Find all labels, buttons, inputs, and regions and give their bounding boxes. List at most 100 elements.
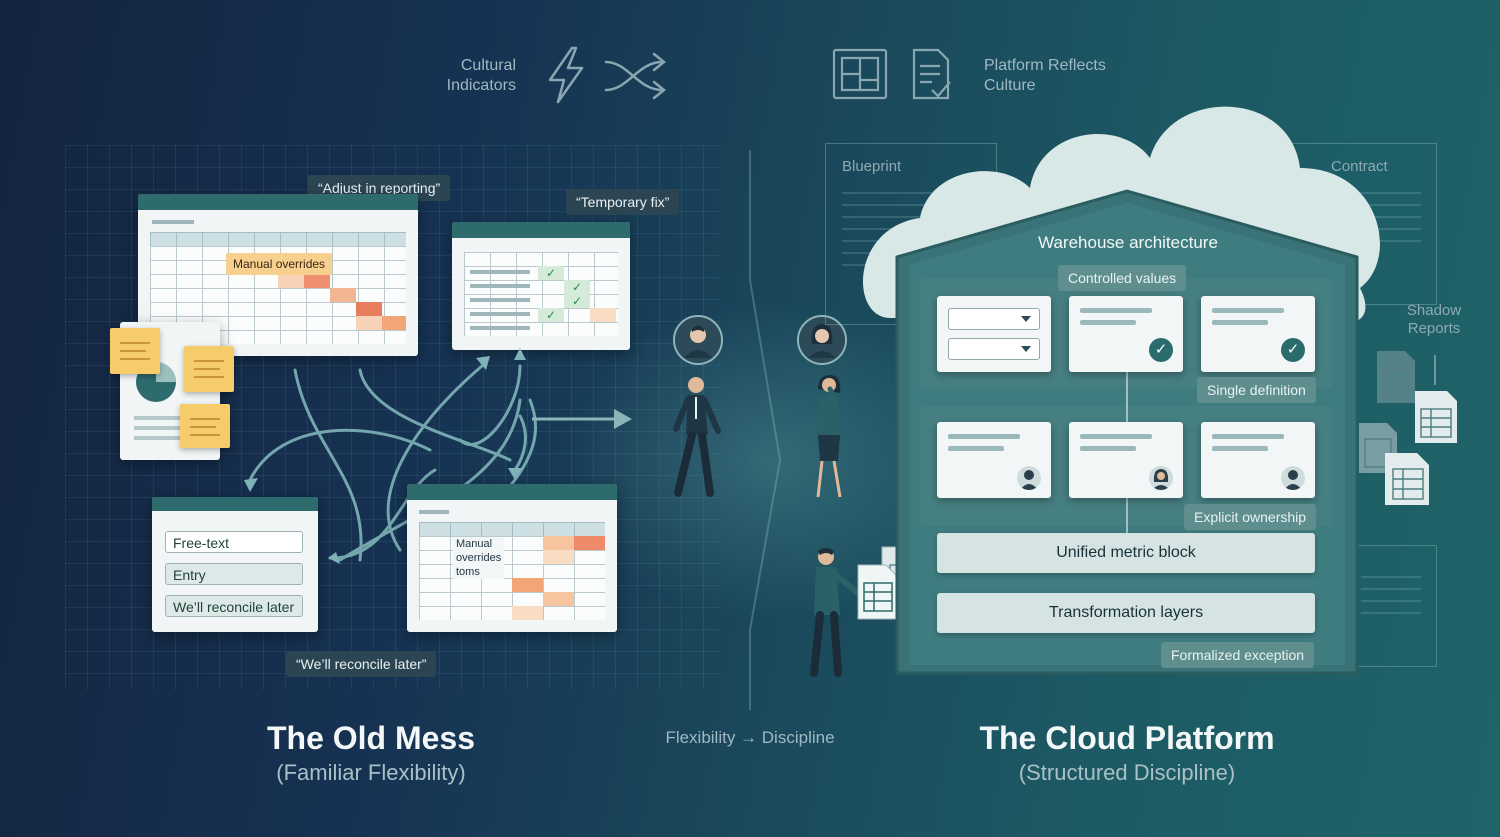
avatar-woman xyxy=(797,315,847,365)
standing-woman-figure xyxy=(816,375,842,498)
cultural-indicators-label: Cultural Indicators xyxy=(420,56,516,96)
shuffle-icon xyxy=(604,52,667,100)
chevron-down-icon xyxy=(1021,316,1031,322)
dropdown-card xyxy=(937,296,1051,372)
shadow-reports-line2: Reports xyxy=(1407,320,1461,337)
flexibility-discipline-label: Flexibility → Discipline xyxy=(665,728,835,747)
spreadsheet-main-title-line xyxy=(152,220,194,224)
arrowhead xyxy=(244,478,258,492)
sticky-note xyxy=(184,346,234,392)
highlight-cell xyxy=(512,578,543,592)
highlight-cell xyxy=(574,536,605,550)
owner-card xyxy=(1069,422,1183,498)
free-text-form: Free-text Entry We’ll reconcile later xyxy=(152,497,318,632)
spreadsheet-overrides: Manual overrides toms xyxy=(407,484,617,632)
blueprint-checklist-icons xyxy=(832,48,951,100)
arrowhead xyxy=(508,468,522,480)
checklist-icon xyxy=(912,48,951,100)
owner-avatar-icon xyxy=(1149,466,1173,490)
avatar-man xyxy=(673,315,723,365)
sticky-note xyxy=(180,404,230,448)
cloud-platform-subtitle: (Structured Discipline) xyxy=(1018,760,1236,785)
highlight-cell xyxy=(330,288,356,302)
spreadsheet-doc-icon xyxy=(1415,391,1457,443)
sheet-text-line: toms xyxy=(456,566,480,578)
highlight-cell xyxy=(543,592,574,606)
spreadsheet-checklist-grid xyxy=(464,252,618,336)
contract-label: Contract xyxy=(1331,158,1388,175)
unified-metric-block: Unified metric block xyxy=(937,533,1315,573)
single-definition-label: Single definition xyxy=(1197,377,1316,403)
owner-avatar-icon xyxy=(1281,466,1305,490)
formalized-exception-label: Formalized exception xyxy=(1161,642,1315,668)
platform-reflects-line1: Platform Reflects xyxy=(984,57,1106,74)
spreadsheet-checklist-topbar xyxy=(452,222,630,238)
highlight-cell xyxy=(512,606,543,620)
highlight-cell xyxy=(382,316,406,330)
row-line xyxy=(470,326,530,330)
check-circle-icon: ✓ xyxy=(1149,338,1173,362)
spreadsheet-main-topbar xyxy=(138,194,418,210)
cultural-indicators-line1: Cultural xyxy=(460,57,516,74)
doc-line xyxy=(134,426,182,430)
old-mess-title: The Old Mess xyxy=(266,720,476,756)
check-card: ✓ xyxy=(1201,296,1315,372)
tag-reconcile-later: “We’ll reconcile later” xyxy=(286,651,437,677)
platform-reflects-label: Platform Reflects Culture xyxy=(984,56,1106,96)
highlight-cell xyxy=(543,536,574,550)
shadow-reports-docs xyxy=(1359,351,1457,505)
spreadsheet-doc-icon xyxy=(1385,453,1429,505)
sheet-text-line: Manual xyxy=(456,538,493,550)
blueprint-label: Blueprint xyxy=(842,158,902,175)
row-line xyxy=(470,284,530,288)
free-text-field[interactable]: Free-text xyxy=(165,531,303,553)
walking-man-figure xyxy=(673,377,721,497)
sheet-header-row xyxy=(419,522,605,536)
owner-card xyxy=(937,422,1051,498)
lightning-shuffle-icons xyxy=(548,46,667,104)
doc-line xyxy=(134,436,186,440)
form-topbar xyxy=(152,497,318,511)
arrowhead xyxy=(514,348,526,360)
doc-line xyxy=(134,416,190,420)
cultural-indicators-line2: Indicators xyxy=(446,77,516,94)
lightning-icon xyxy=(548,46,584,104)
highlight-cell xyxy=(278,274,304,288)
spreadsheet-overrides-topbar xyxy=(407,484,617,500)
dropdown-select[interactable] xyxy=(948,338,1040,360)
entry-field[interactable]: Entry xyxy=(165,563,303,585)
highlight-cell xyxy=(356,316,382,330)
transformation-layers-block: Transformation layers xyxy=(937,593,1315,633)
spreadsheet-main-header-row xyxy=(150,232,406,246)
sticky-note xyxy=(110,328,160,374)
checkmark-icon: ✓ xyxy=(538,308,564,322)
chevron-down-icon xyxy=(1021,346,1031,352)
owner-avatar-icon xyxy=(1017,466,1041,490)
checkmark-icon: ✓ xyxy=(538,266,564,280)
checkmark-icon: ✓ xyxy=(564,294,590,308)
highlight-cell xyxy=(543,550,574,564)
controlled-values-label: Controlled values xyxy=(1058,265,1187,291)
highlight-cell xyxy=(304,274,330,288)
manual-overrides-badge: Manual overrides xyxy=(226,253,333,275)
explicit-ownership-label: Explicit ownership xyxy=(1184,504,1317,530)
check-circle-icon: ✓ xyxy=(1281,338,1305,362)
highlight-cell xyxy=(590,308,616,322)
spreadsheet-checklist: ✓ ✓ ✓ ✓ xyxy=(452,222,630,350)
divider-chevron xyxy=(749,150,782,710)
spreadsheet-doc-icon xyxy=(1377,351,1415,403)
sheet-text-line: overrides xyxy=(456,552,502,564)
spreadsheet-doc-icon xyxy=(857,564,899,620)
row-line xyxy=(470,298,530,302)
old-mess-subtitle: (Familiar Flexibility) xyxy=(276,760,466,785)
checkmark-icon: ✓ xyxy=(564,280,590,294)
sheet-title-line xyxy=(419,510,449,514)
cloud-platform-title: The Cloud Platform xyxy=(979,720,1275,756)
platform-reflects-line2: Culture xyxy=(984,77,1036,94)
dropdown-select[interactable] xyxy=(948,308,1040,330)
tag-temporary-fix: “Temporary fix” xyxy=(566,189,680,215)
arrow-right-to-people xyxy=(532,409,632,429)
highlight-cell xyxy=(356,302,382,316)
reconcile-later-field[interactable]: We’ll reconcile later xyxy=(165,595,303,617)
shadow-reports-label: Shadow Reports xyxy=(1392,302,1476,338)
